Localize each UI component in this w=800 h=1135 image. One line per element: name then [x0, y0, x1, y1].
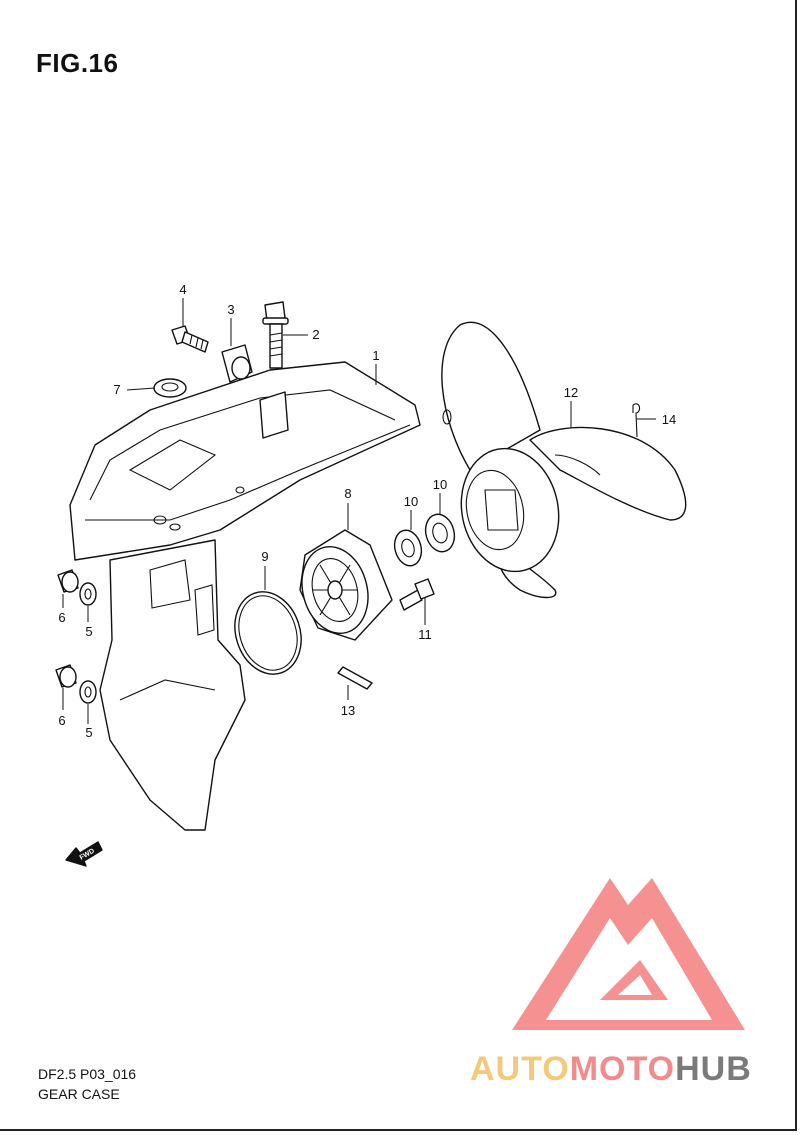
propeller-part-12: [441, 321, 687, 599]
callout-7: 7: [113, 382, 120, 397]
figure-title: FIG.16: [36, 48, 119, 78]
leader-lines: [62, 298, 656, 724]
screw-part-4: [171, 325, 209, 353]
watermark-moto: MOTO: [569, 1050, 676, 1088]
callout-1: 1: [372, 348, 379, 363]
callout-labels: 1 2 3 4 5 5 6 6 7 8 9 10 10 11 12 13 14: [58, 282, 676, 740]
callout-2: 2: [312, 327, 319, 342]
watermark-logo-icon: [512, 878, 745, 1030]
plug-part-6-lower: [55, 664, 77, 688]
watermark-hub: HUB: [675, 1050, 752, 1088]
cotter-pin-part-14: [632, 403, 641, 438]
fwd-arrow-icon: FWD: [65, 841, 103, 867]
callout-14: 14: [662, 412, 676, 427]
watermark-brand-text: AUTOMOTOHUB: [470, 1050, 752, 1089]
callout-10-right: 10: [433, 477, 447, 492]
document-name: GEAR CASE: [38, 1086, 120, 1102]
pin-part-13: [337, 666, 373, 690]
callout-6-upper: 6: [58, 610, 65, 625]
bearing-part-10-left: [393, 529, 423, 567]
callout-6-lower: 6: [58, 713, 65, 728]
callout-4: 4: [179, 282, 186, 297]
callout-9: 9: [261, 549, 268, 564]
callout-12: 12: [564, 385, 578, 400]
callout-11: 11: [418, 627, 432, 642]
o-ring-part-9: [234, 591, 302, 675]
callout-10-left: 10: [404, 494, 418, 509]
gear-case-housing: [69, 361, 421, 831]
bolt-part-2: [262, 301, 289, 369]
callout-3: 3: [227, 302, 234, 317]
bolt-part-11: [399, 578, 435, 611]
callout-5-lower: 5: [85, 725, 92, 740]
watermark-auto: AUTO: [470, 1050, 570, 1088]
gasket-part-5-lower: [79, 680, 97, 704]
oil-seal-part-7: [153, 378, 187, 398]
callout-5-upper: 5: [85, 624, 92, 639]
plug-part-6-upper: [57, 569, 79, 593]
bearing-housing-part-8: [299, 529, 393, 641]
callout-8: 8: [344, 486, 351, 501]
bearing-part-10-right: [424, 513, 456, 553]
callout-13: 13: [341, 703, 355, 718]
sleeve-part-3: [221, 344, 253, 383]
document-code: DF2.5 P03_016: [38, 1066, 137, 1082]
gasket-part-5-upper: [79, 582, 97, 606]
